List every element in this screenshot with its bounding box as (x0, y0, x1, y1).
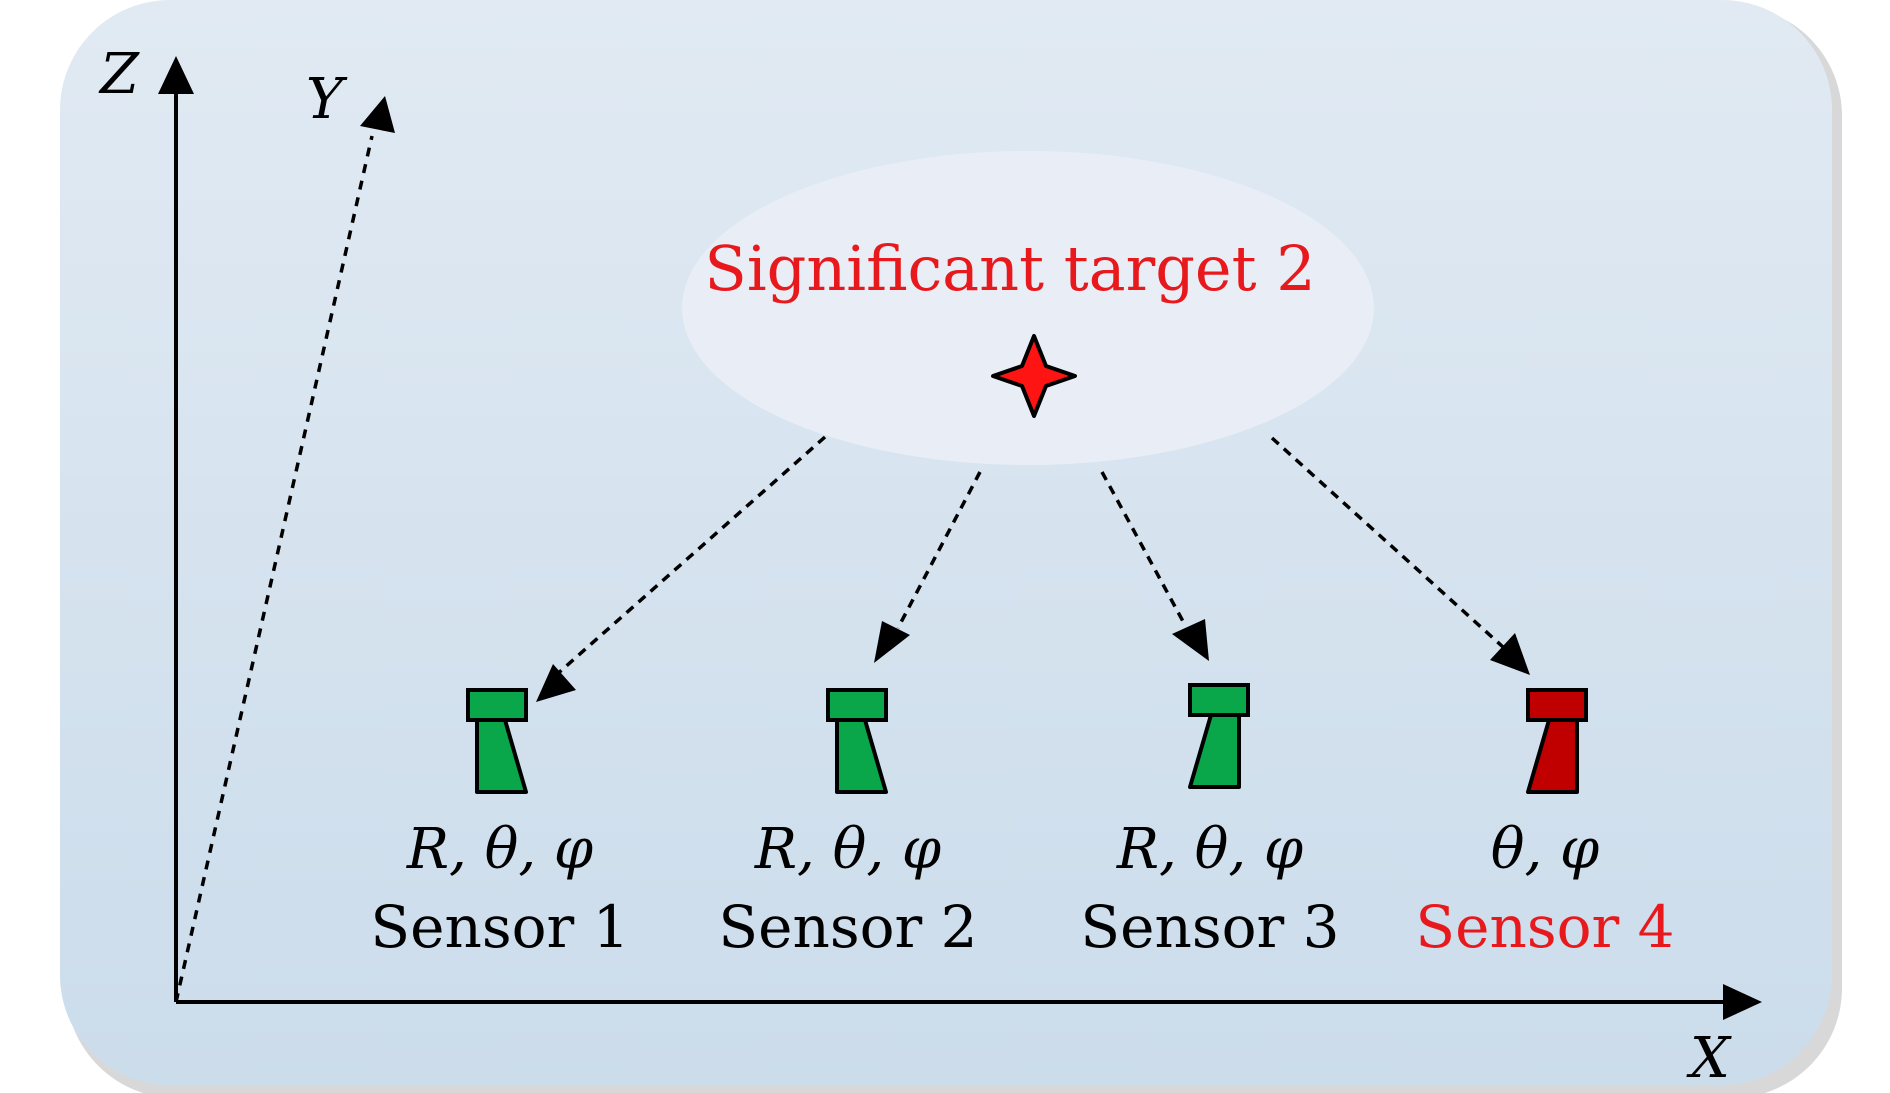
measurement-arrows (536, 435, 1530, 702)
arrow-to-sensor-1 (553, 435, 827, 678)
sensor-3: R, θ, φ Sensor 3 (1080, 683, 1340, 961)
sensor-2-body (835, 718, 888, 794)
y-axis-label: Y (306, 67, 348, 132)
sensor-3-label: Sensor 3 (1080, 893, 1339, 961)
arrowhead-sensor-2 (874, 621, 910, 663)
arrow-to-sensor-3 (1100, 471, 1187, 626)
sensor-4-body (1526, 718, 1579, 794)
sensor-1: R, θ, φ Sensor 1 (370, 688, 630, 961)
y-axis (174, 135, 374, 1003)
sensor-1-label: Sensor 1 (370, 893, 629, 961)
x-axis-arrowhead (1723, 984, 1762, 1020)
arrowhead-sensor-4 (1490, 633, 1530, 675)
panel-background (60, 0, 1832, 1085)
sensor-1-body (475, 718, 528, 794)
sensor-2-label: Sensor 2 (718, 893, 977, 961)
arrowhead-sensor-1 (536, 664, 576, 702)
x-axis-label: X (1686, 1026, 1732, 1091)
sensor-2-measurements: R, θ, φ (754, 817, 941, 882)
sensor-1-measurements: R, θ, φ (406, 817, 593, 882)
arrowhead-sensor-3 (1172, 619, 1209, 661)
sensor-4-measurements: θ, φ (1491, 817, 1600, 882)
target-star-icon (991, 334, 1077, 418)
z-axis-arrowhead (158, 56, 194, 94)
arrow-to-sensor-2 (896, 471, 982, 629)
target-zone (682, 151, 1374, 465)
target-label: Significant target 2 (704, 232, 1315, 305)
axes: Z Y X (98, 42, 1762, 1091)
z-axis-label: Z (98, 42, 140, 107)
sensor-4-label: Sensor 4 (1415, 893, 1674, 961)
sensor-1-head (466, 688, 528, 722)
sensor-4-head (1526, 688, 1588, 722)
sensor-3-measurements: R, θ, φ (1116, 817, 1303, 882)
sensor-2: R, θ, φ Sensor 2 (718, 688, 978, 961)
y-axis-arrowhead (360, 96, 395, 133)
sensor-2-head (826, 688, 888, 722)
sensor-4: θ, φ Sensor 4 (1415, 688, 1675, 961)
sensor-3-head (1188, 683, 1250, 717)
sensor-3-body (1188, 713, 1241, 789)
arrow-to-sensor-4 (1270, 436, 1505, 649)
